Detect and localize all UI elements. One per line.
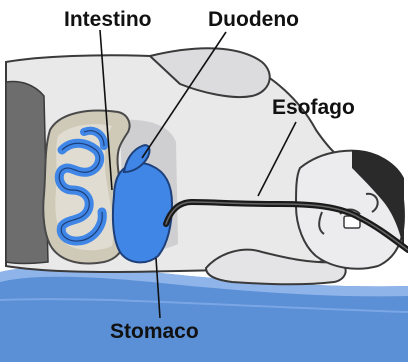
label-intestine: Intestino — [64, 8, 152, 31]
label-stomach: Stomaco — [110, 320, 199, 343]
patient-head — [296, 150, 404, 269]
label-duodenum: Duodeno — [208, 8, 299, 31]
label-esophagus: Esofago — [272, 96, 355, 119]
